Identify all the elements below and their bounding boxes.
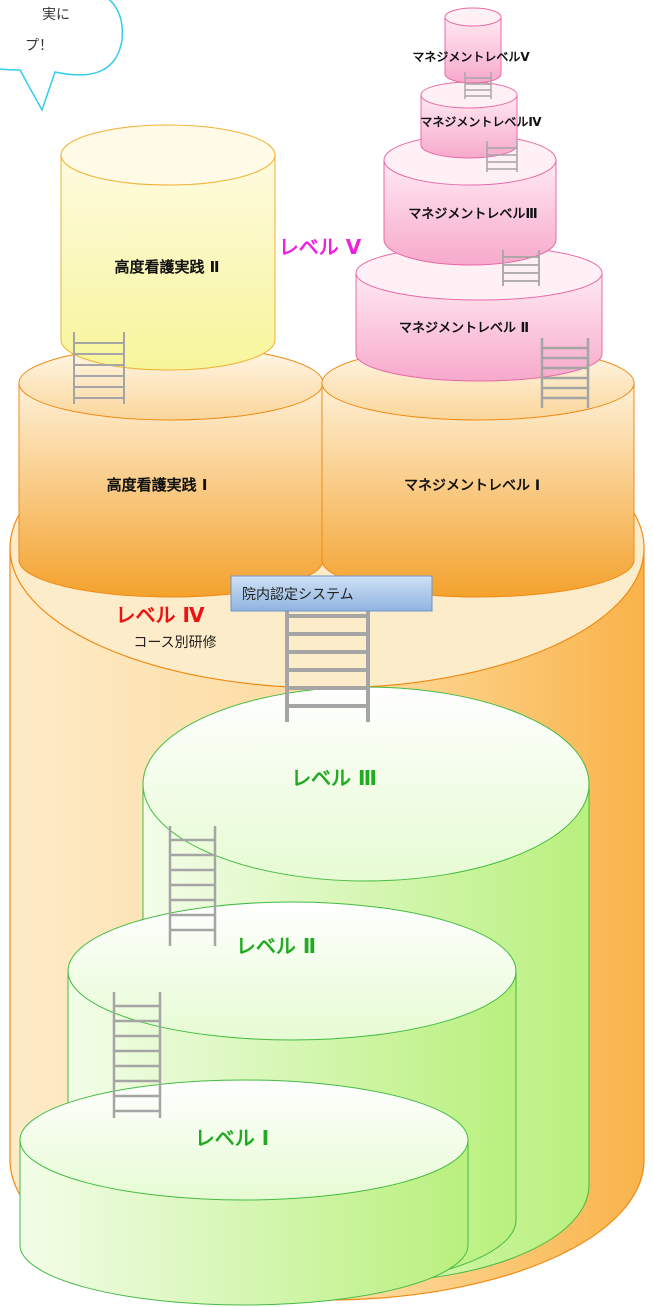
management2-cylinder [355, 245, 603, 382]
ladder-management4 [486, 141, 518, 172]
speech-bubble [0, 0, 124, 112]
ladder-management2 [540, 338, 590, 408]
callout-text-1: 実に [42, 7, 70, 23]
management4-cylinder [420, 81, 518, 159]
ladder-level2 [112, 992, 162, 1118]
ladder-level3 [168, 826, 217, 946]
ladder-management5 [464, 72, 492, 99]
practice2-cylinder [60, 124, 276, 371]
level5-label: レベル Ⅴ [279, 235, 362, 259]
ladders [73, 72, 590, 1118]
management3-label: マネジメントレベルⅢ [408, 207, 537, 222]
ladder-level4 [285, 608, 370, 722]
practice1-cylinder [18, 345, 324, 598]
level3-label: レベル Ⅲ [291, 766, 377, 790]
system-box-label: 院内認定システム [242, 587, 354, 603]
level1-label: レベル Ⅰ [195, 1126, 269, 1150]
ladder-practice2 [73, 332, 125, 404]
management5-label: マネジメントレベルⅤ [412, 50, 530, 64]
level4-sublabel: コース別研修 [133, 635, 216, 651]
callout-text-2: プ！ [25, 38, 53, 54]
management5-cylinder [444, 7, 502, 84]
management2-label: マネジメントレベル Ⅱ [399, 321, 529, 336]
level1-cylinder [19, 1079, 469, 1306]
level4-label: レベル Ⅳ [116, 603, 205, 627]
management4-label: マネジメントレベルⅣ [420, 115, 542, 129]
management1-label: マネジメントレベル Ⅰ [404, 478, 540, 494]
practice1-label: 高度看護実践 Ⅰ [107, 476, 208, 494]
practice2-label: 高度看護実践 Ⅱ [114, 258, 219, 276]
system-box: 院内認定システム [230, 575, 433, 612]
level2-label: レベル Ⅱ [236, 934, 316, 958]
ladder-management3 [502, 250, 540, 286]
